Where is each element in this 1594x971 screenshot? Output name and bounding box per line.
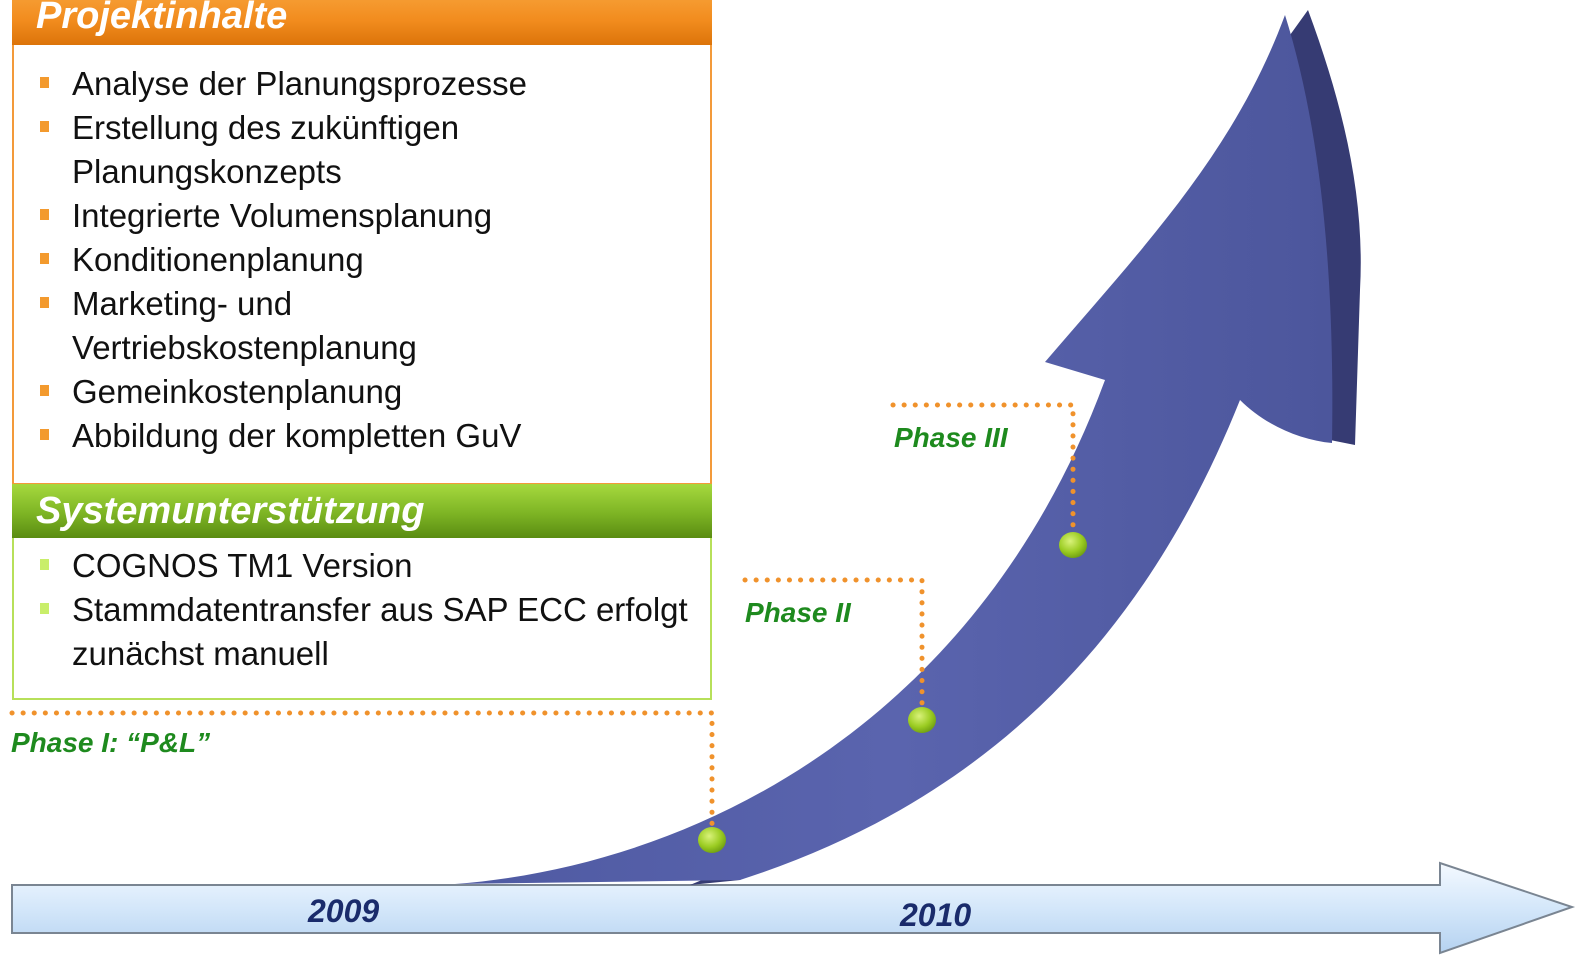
projektinhalte-list: Analyse der Planungsprozesse Erstellung …: [14, 62, 710, 458]
phase1-label: Phase I: “P&L”: [11, 727, 211, 758]
list-item-text: Stammdatentransfer aus SAP ECC erfolgt z…: [72, 591, 688, 672]
list-item-text: Konditionenplanung: [72, 241, 364, 278]
phase2-marker: [908, 707, 936, 733]
list-item: Marketing- und Vertriebskostenplanung: [14, 282, 512, 370]
list-item-text: Marketing- und Vertriebskostenplanung: [72, 285, 417, 366]
list-item-text: Analyse der Planungsprozesse: [72, 65, 527, 102]
list-item-text: Abbildung der kompletten GuV: [72, 417, 522, 454]
year-label-2010: 2010: [900, 897, 972, 933]
phase1-marker: [698, 827, 726, 853]
bullet-icon: [40, 121, 49, 132]
bullet-icon: [40, 297, 49, 308]
systemunterstuetzung-header: Systemunterstützung: [12, 484, 712, 538]
projektinhalte-box: Analyse der Planungsprozesse Erstellung …: [12, 45, 712, 485]
list-item: Konditionenplanung: [14, 238, 710, 282]
phase2-connector: [742, 577, 925, 721]
phase3-connector: [890, 402, 1076, 546]
list-item: Abbildung der kompletten GuV: [14, 414, 710, 458]
phase3-label: Phase III: [894, 422, 1008, 453]
list-item-text: Integrierte Volumensplanung: [72, 197, 493, 234]
bullet-icon: [40, 603, 49, 614]
bullet-icon: [40, 429, 49, 440]
year-label-2009: 2009: [308, 893, 380, 929]
systemunterstuetzung-title: Systemunterstützung: [36, 490, 425, 532]
bullet-icon: [40, 385, 49, 396]
list-item: Analyse der Planungsprozesse: [14, 62, 710, 106]
timeline-arrow: [11, 861, 1576, 955]
bullet-icon: [40, 209, 49, 220]
phase2-label: Phase II: [745, 597, 851, 628]
projektinhalte-title: Projektinhalte: [36, 0, 288, 37]
projektinhalte-header: Projektinhalte: [12, 0, 712, 45]
growth-arrow: [455, 15, 1333, 884]
bullet-icon: [40, 253, 49, 264]
list-item: Integrierte Volumensplanung: [14, 194, 710, 238]
systemunterstuetzung-box: COGNOS TM1 Version Stammdatentransfer au…: [12, 538, 712, 700]
list-item-text: Erstellung des zukünftigen Planungskonze…: [72, 109, 460, 190]
systemunterstuetzung-list: COGNOS TM1 Version Stammdatentransfer au…: [14, 544, 710, 676]
list-item: Erstellung des zukünftigen Planungskonze…: [14, 106, 592, 194]
list-item: Stammdatentransfer aus SAP ECC erfolgt z…: [14, 588, 712, 676]
bullet-icon: [40, 559, 49, 570]
phase1-connector: [9, 710, 715, 841]
list-item-text: COGNOS TM1 Version: [72, 547, 413, 584]
list-item-text: Gemeinkostenplanung: [72, 373, 403, 410]
list-item: Gemeinkostenplanung: [14, 370, 710, 414]
phase3-marker: [1059, 532, 1087, 558]
bullet-icon: [40, 77, 49, 88]
list-item: COGNOS TM1 Version: [14, 544, 710, 588]
